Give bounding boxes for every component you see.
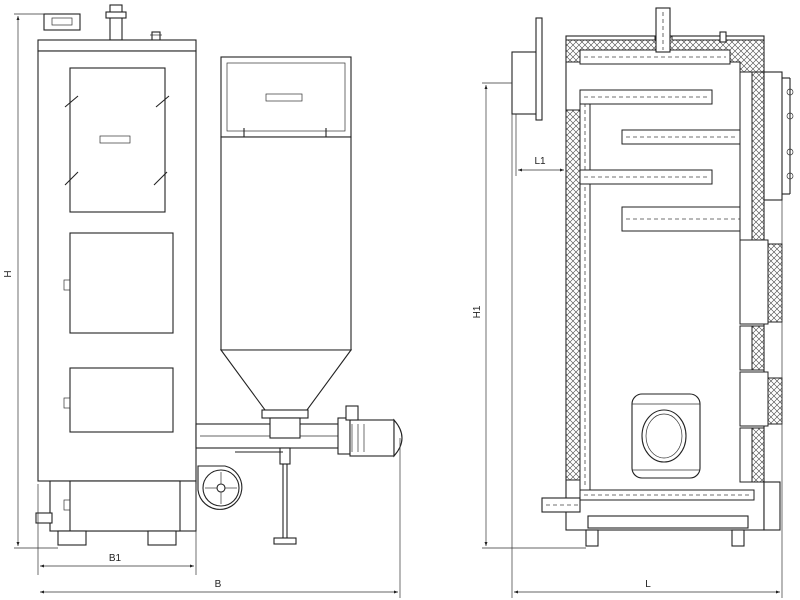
hopper-lid-inner [226, 62, 346, 132]
handle-icon [786, 88, 794, 96]
hopper-cone [219, 349, 353, 411]
auger-motor [349, 419, 395, 457]
hopper-lid [220, 56, 352, 138]
dimension-h1-label: H1 [472, 305, 483, 318]
lower-door-hinge [63, 397, 71, 409]
upper-door-section [763, 71, 783, 201]
right-water-mid2 [739, 325, 753, 371]
hopper-body [220, 136, 352, 351]
handle-icon [786, 172, 794, 180]
flue-stub [109, 4, 123, 41]
upper-door-handle [99, 135, 131, 144]
dimension-b-label: B [215, 579, 222, 590]
right-water-upper [739, 71, 753, 243]
door-bolt-icon [64, 95, 170, 186]
middle-door [69, 232, 174, 334]
handle-icon [786, 148, 794, 156]
lower-door [69, 367, 174, 433]
hopper-lid-handle [265, 93, 303, 102]
controller-display [51, 17, 73, 26]
blower-fan-icon [197, 465, 243, 510]
left-foot [57, 530, 87, 546]
right-foot [147, 530, 177, 546]
dimension-l-label: L [645, 579, 651, 590]
right-water-bottom [739, 427, 753, 483]
upper-door [69, 67, 166, 213]
section-right-foot [731, 529, 745, 547]
top-sensor [719, 31, 727, 43]
bottom-water-jacket [579, 489, 755, 501]
right-water-lower [739, 371, 769, 427]
burner-port-icon [631, 393, 701, 479]
left-insulation [565, 109, 581, 481]
right-water-middle [739, 239, 769, 325]
lower-door-insulation [767, 377, 783, 425]
middle-door-insulation [767, 243, 783, 323]
leg-clamp [279, 447, 291, 465]
flue-stub-collar [105, 11, 127, 19]
motor-flange [337, 417, 351, 455]
motor-fan-cover [393, 418, 403, 458]
ash-door-hinge [63, 499, 71, 511]
dimension-h-label: H [3, 270, 14, 277]
left-water-jacket [579, 89, 591, 491]
ash-door-section [763, 481, 781, 531]
section-view: H1 L1 L [472, 7, 794, 598]
ash-door [69, 480, 181, 532]
right-insulation-upper [751, 71, 765, 241]
top-plate [37, 39, 197, 52]
leg-foot [273, 537, 297, 545]
controller-box [43, 13, 81, 31]
drain-nozzle [35, 512, 53, 524]
right-insulation-mid2 [751, 325, 765, 371]
motor-terminal-box [345, 405, 359, 421]
auger-inlet [269, 417, 301, 439]
right-insulation-bottom [751, 427, 765, 483]
bottom-plate [587, 515, 749, 529]
dimension-b1-label: B1 [109, 553, 122, 564]
middle-door-hinge [63, 279, 71, 291]
dimension-l1-label: L1 [534, 156, 546, 167]
exchanger-fin-2 [621, 129, 741, 145]
section-left-foot [585, 529, 599, 547]
exchanger-fin-3 [579, 169, 713, 185]
flue-damper [535, 17, 543, 121]
front-view: H B1 B [3, 4, 403, 598]
handle-icon [786, 112, 794, 120]
exchanger-fin-1 [579, 89, 713, 105]
hopper-outlet [261, 409, 309, 419]
